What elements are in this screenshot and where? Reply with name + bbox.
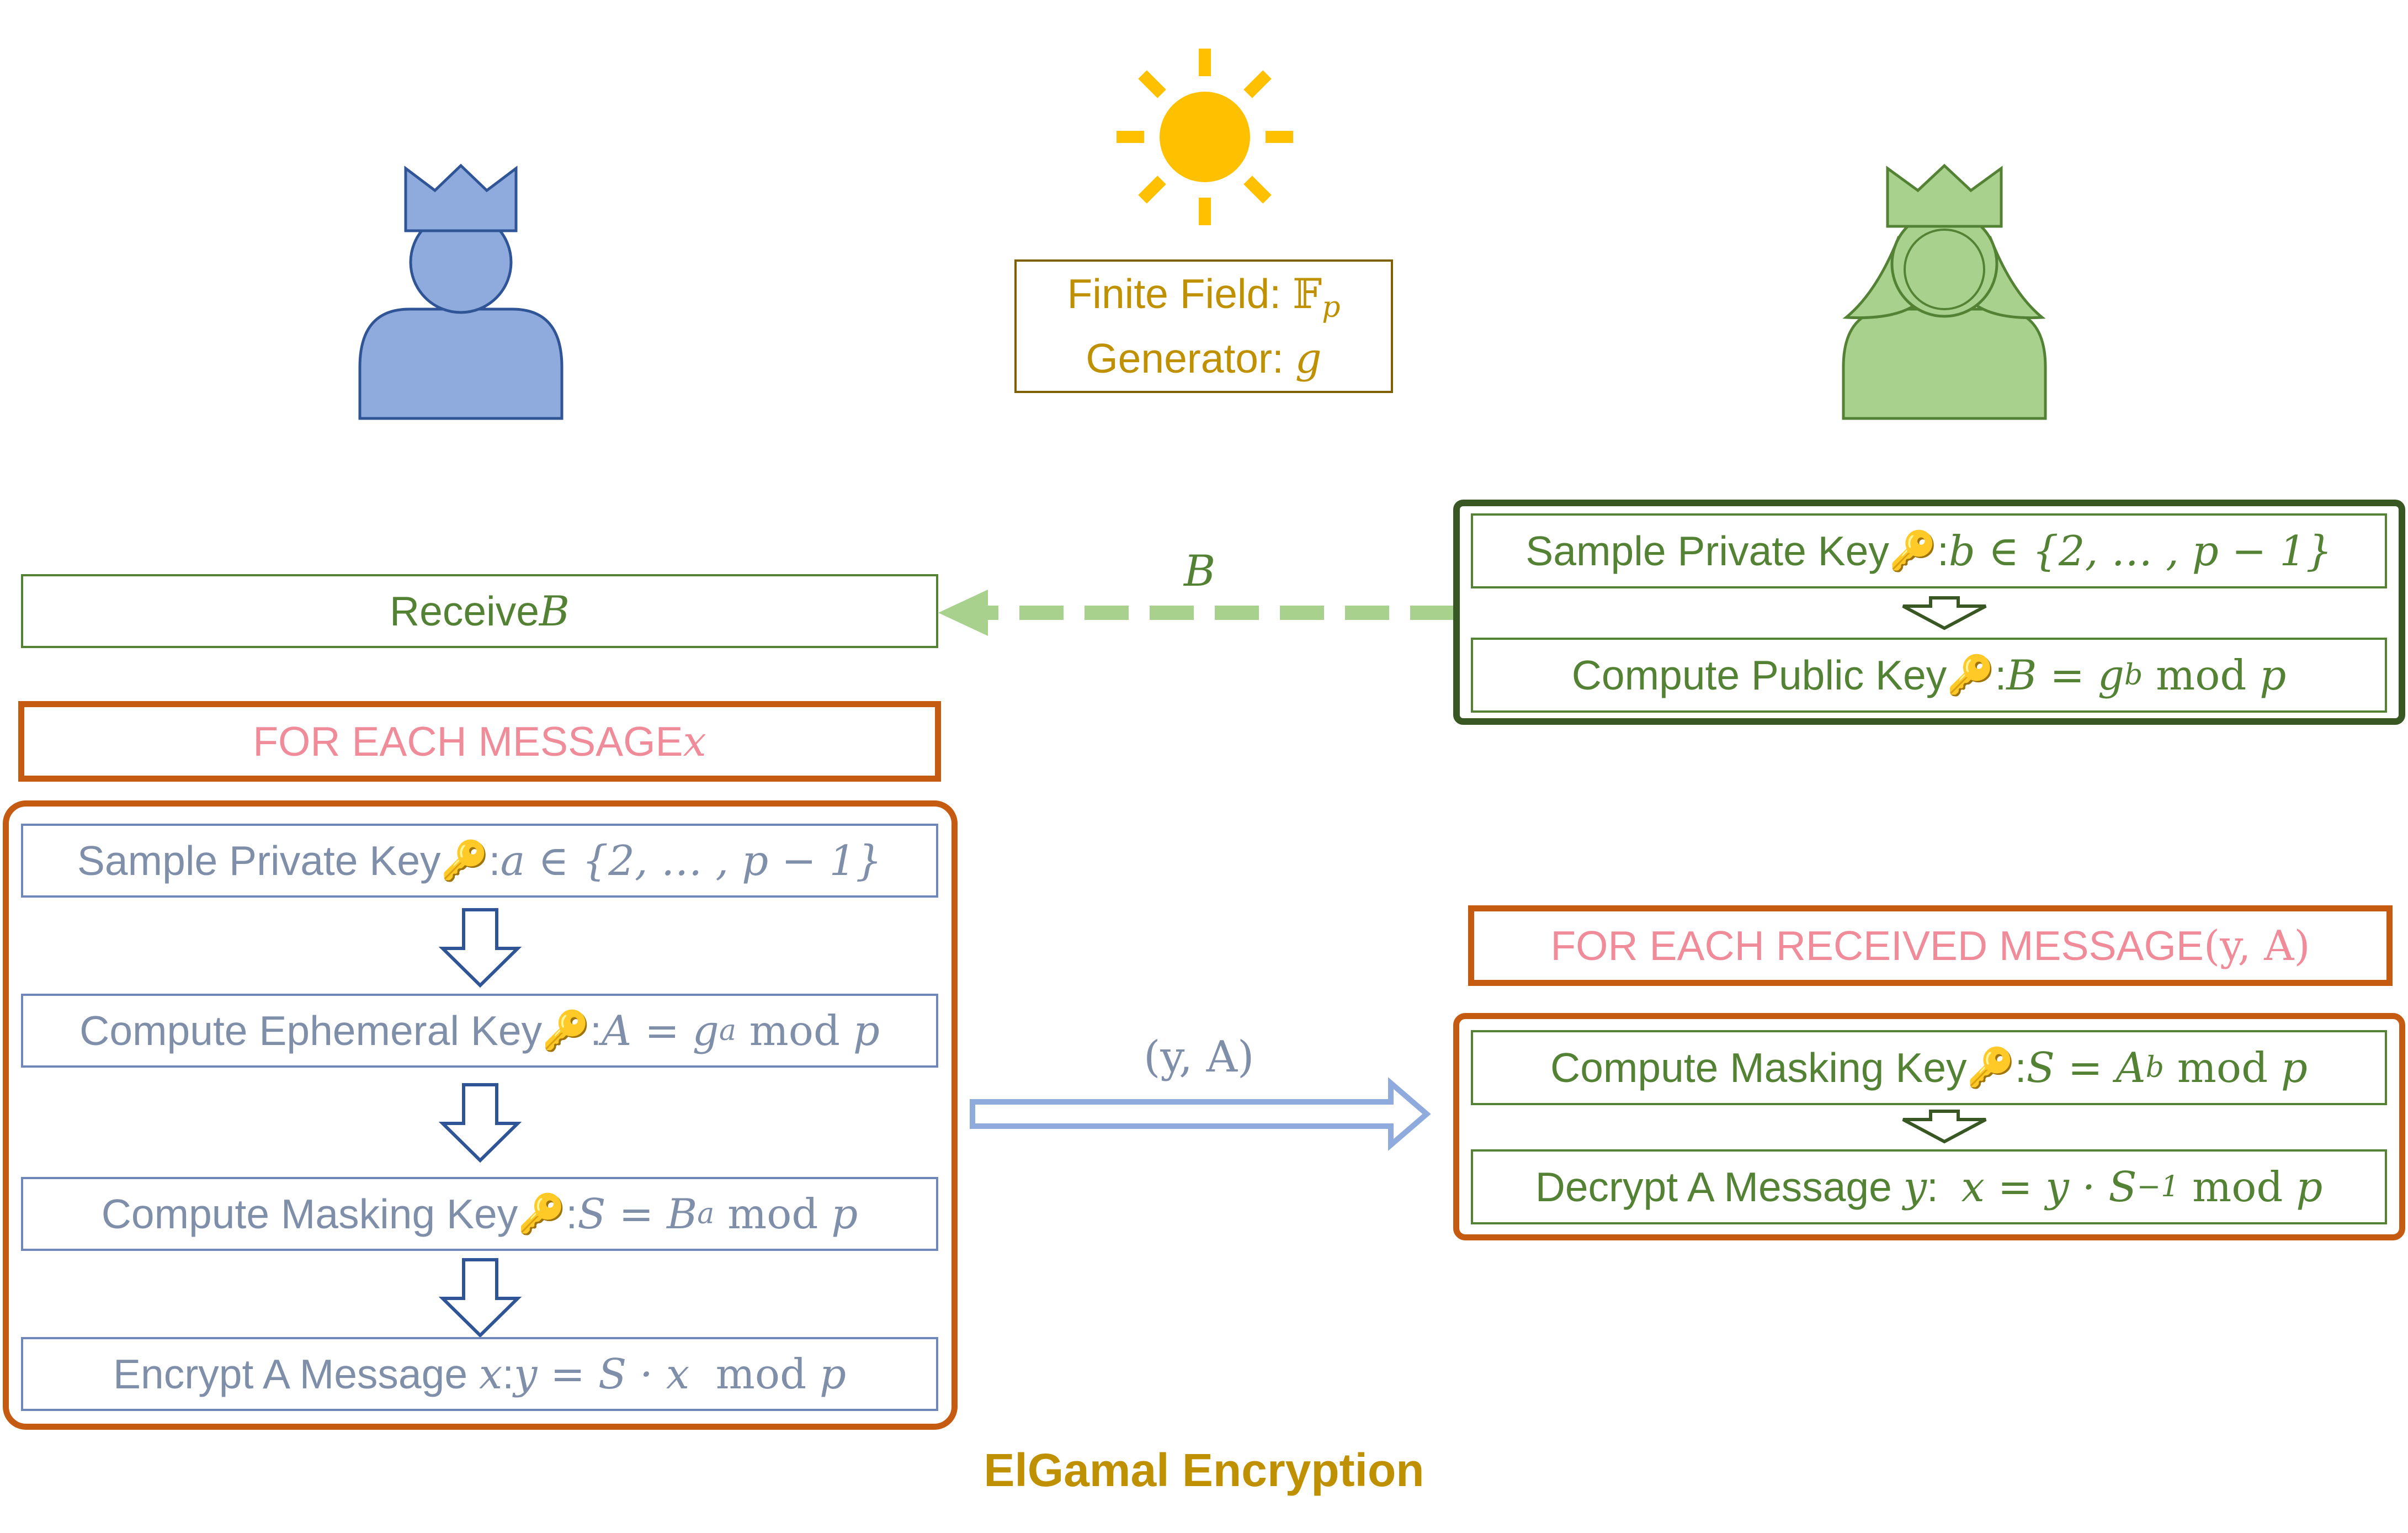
receiver-steps-frame <box>1453 1013 2405 1240</box>
message-channel-label: (y, A) <box>1144 1032 1255 1082</box>
key-icon: 🔑 <box>518 1191 566 1237</box>
receiver-loop-header: FOR EACH RECEIVED MESSAGE (y, A) <box>1468 905 2393 986</box>
receiver-step-decrypt-message: Decrypt A Message y: x = y · S−1 mod p <box>1471 1149 2387 1224</box>
finite-field-subscript: p <box>1322 290 1341 324</box>
finite-field-symbol: 𝔽 <box>1292 269 1322 318</box>
public-key-arrow <box>938 590 1454 636</box>
finite-field-line: Finite Field: 𝔽p <box>1067 269 1341 324</box>
generator-symbol: g <box>1295 334 1322 383</box>
parameters-box: Finite Field: 𝔽p Generator: g <box>1014 259 1393 393</box>
decrypt-flow-arrow <box>1902 1110 1987 1144</box>
receive-public-key-box: Receive B <box>21 574 938 648</box>
key-icon: 🔑 <box>1947 652 1995 698</box>
receiver-keygen-frame <box>1453 500 2405 725</box>
key-icon: 🔑 <box>1889 528 1938 574</box>
key-icon: 🔑 <box>440 837 489 883</box>
keygen-flow-arrow <box>1902 596 1987 630</box>
key-icon: 🔑 <box>542 1007 591 1053</box>
flow-arrow-3 <box>438 1258 522 1338</box>
flow-arrow-2 <box>438 1083 522 1163</box>
sender-steps-frame <box>3 800 958 1430</box>
sender-step-sample-private-key: Sample Private Key🔑: a ∈ {2, … , p − 1} <box>21 824 938 898</box>
receiver-flow-arrows <box>1902 596 1987 1144</box>
message-arrow <box>970 1077 1431 1151</box>
sun-icon <box>1117 49 1293 225</box>
sender-flow-arrows <box>438 908 522 1338</box>
sender-step-encrypt-message: Encrypt A Message x: y = S · x mod p <box>21 1337 938 1411</box>
flow-arrow-1 <box>438 908 522 988</box>
king-avatar-icon <box>358 163 564 420</box>
sender-loop-header: FOR EACH MESSAGE x <box>18 701 941 782</box>
diagram-title: ElGamal Encryption <box>984 1444 1424 1496</box>
key-icon: 🔑 <box>1966 1044 2015 1090</box>
queen-avatar-icon <box>1842 163 2047 420</box>
receiver-step-sample-private-key: Sample Private Key🔑: b ∈ {2, … , p − 1} <box>1471 513 2387 588</box>
public-key-channel-label: B <box>1184 547 1216 596</box>
generator-line: Generator: g <box>1086 334 1322 383</box>
